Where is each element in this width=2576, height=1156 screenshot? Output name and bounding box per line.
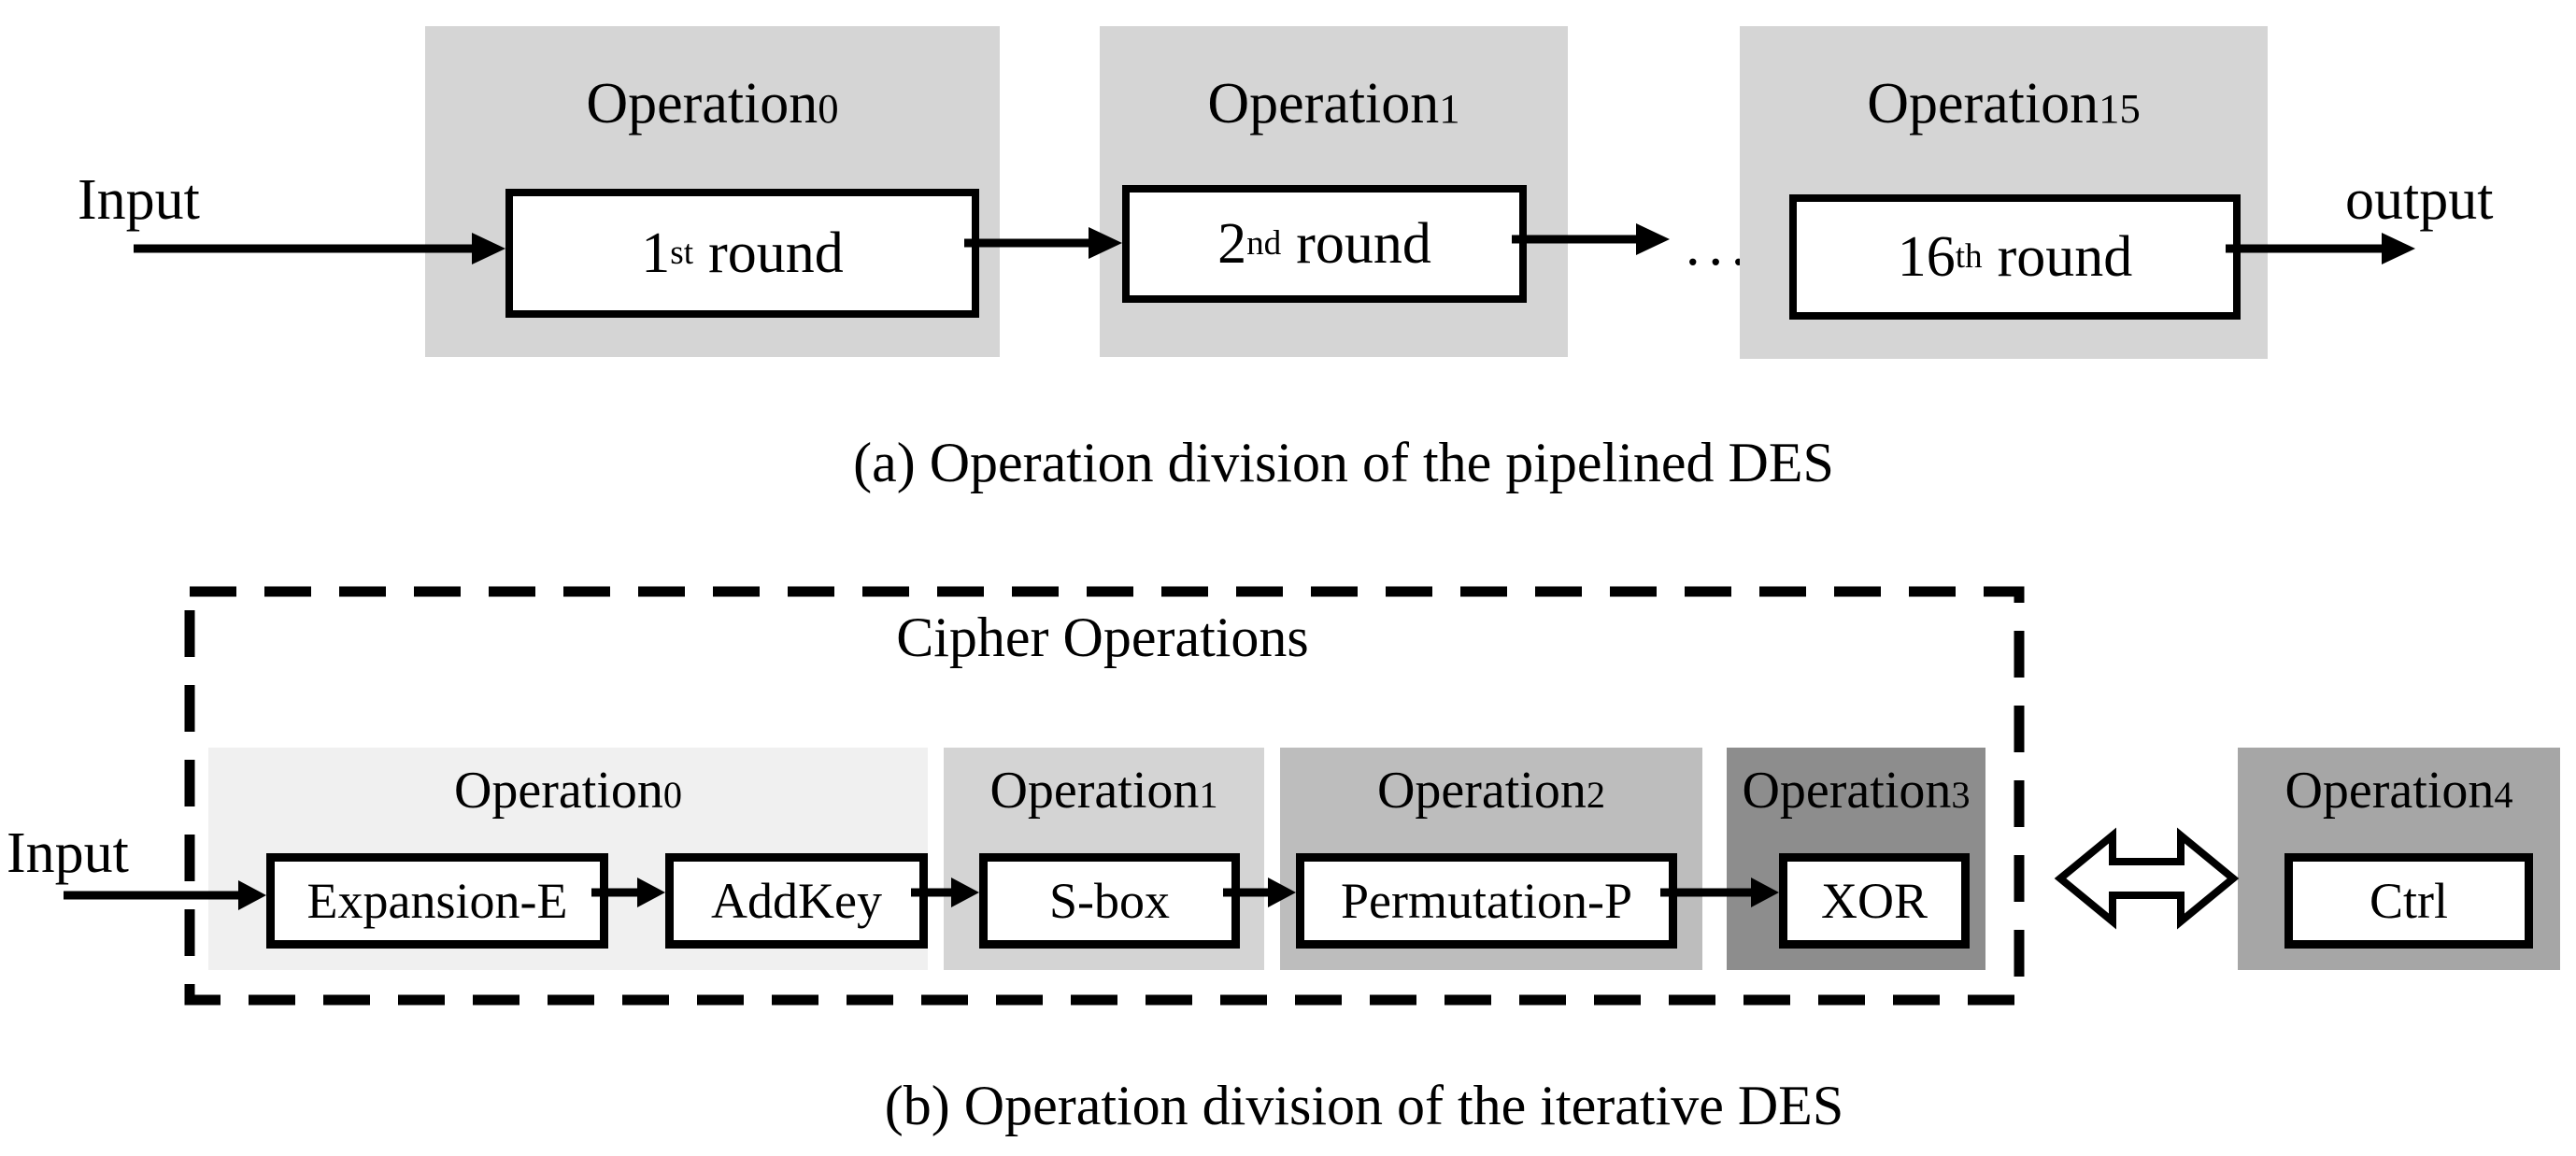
block-sbox: S-box [979, 853, 1240, 949]
input-label-iterative: Input [7, 821, 129, 885]
block-xor: XOR [1779, 853, 1970, 949]
stage-panel-operation15-label: Operation15 [1867, 72, 2141, 136]
block-ctrl: Ctrl [2284, 853, 2533, 949]
pipeline-ellipsis: ... [1686, 214, 1755, 278]
output-label-pipelined: output [2345, 168, 2494, 232]
stage-panel-operation1-label: Operation1 [1207, 72, 1460, 136]
caption-a: (a) Operation division of the pipelined … [853, 432, 1834, 493]
caption-b: (b) Operation division of the iterative … [884, 1075, 1844, 1136]
input-label-pipelined: Input [78, 168, 200, 232]
arrowhead-round2-to-ellipsis [1636, 223, 1670, 255]
double-arrow-icon [2054, 827, 2240, 930]
op-panel-operation3-label: Operation3 [1742, 762, 1971, 820]
block-addkey: AddKey [665, 853, 928, 949]
block-expansion-e: Expansion-E [266, 853, 608, 949]
op-panel-operation0-label: Operation0 [453, 762, 683, 820]
arrowhead-round16-to-output [2382, 233, 2415, 264]
op-panel-operation2-label: Operation2 [1376, 762, 1606, 820]
stage-panel-operation0-label: Operation0 [586, 72, 839, 136]
block-permutation-p: Permutation-P [1296, 853, 1677, 949]
op-panel-operation1-label: Operation1 [989, 762, 1218, 820]
op-panel-operation4-label: Operation4 [2284, 762, 2513, 820]
cipher-operations-title: Cipher Operations [896, 607, 1309, 668]
